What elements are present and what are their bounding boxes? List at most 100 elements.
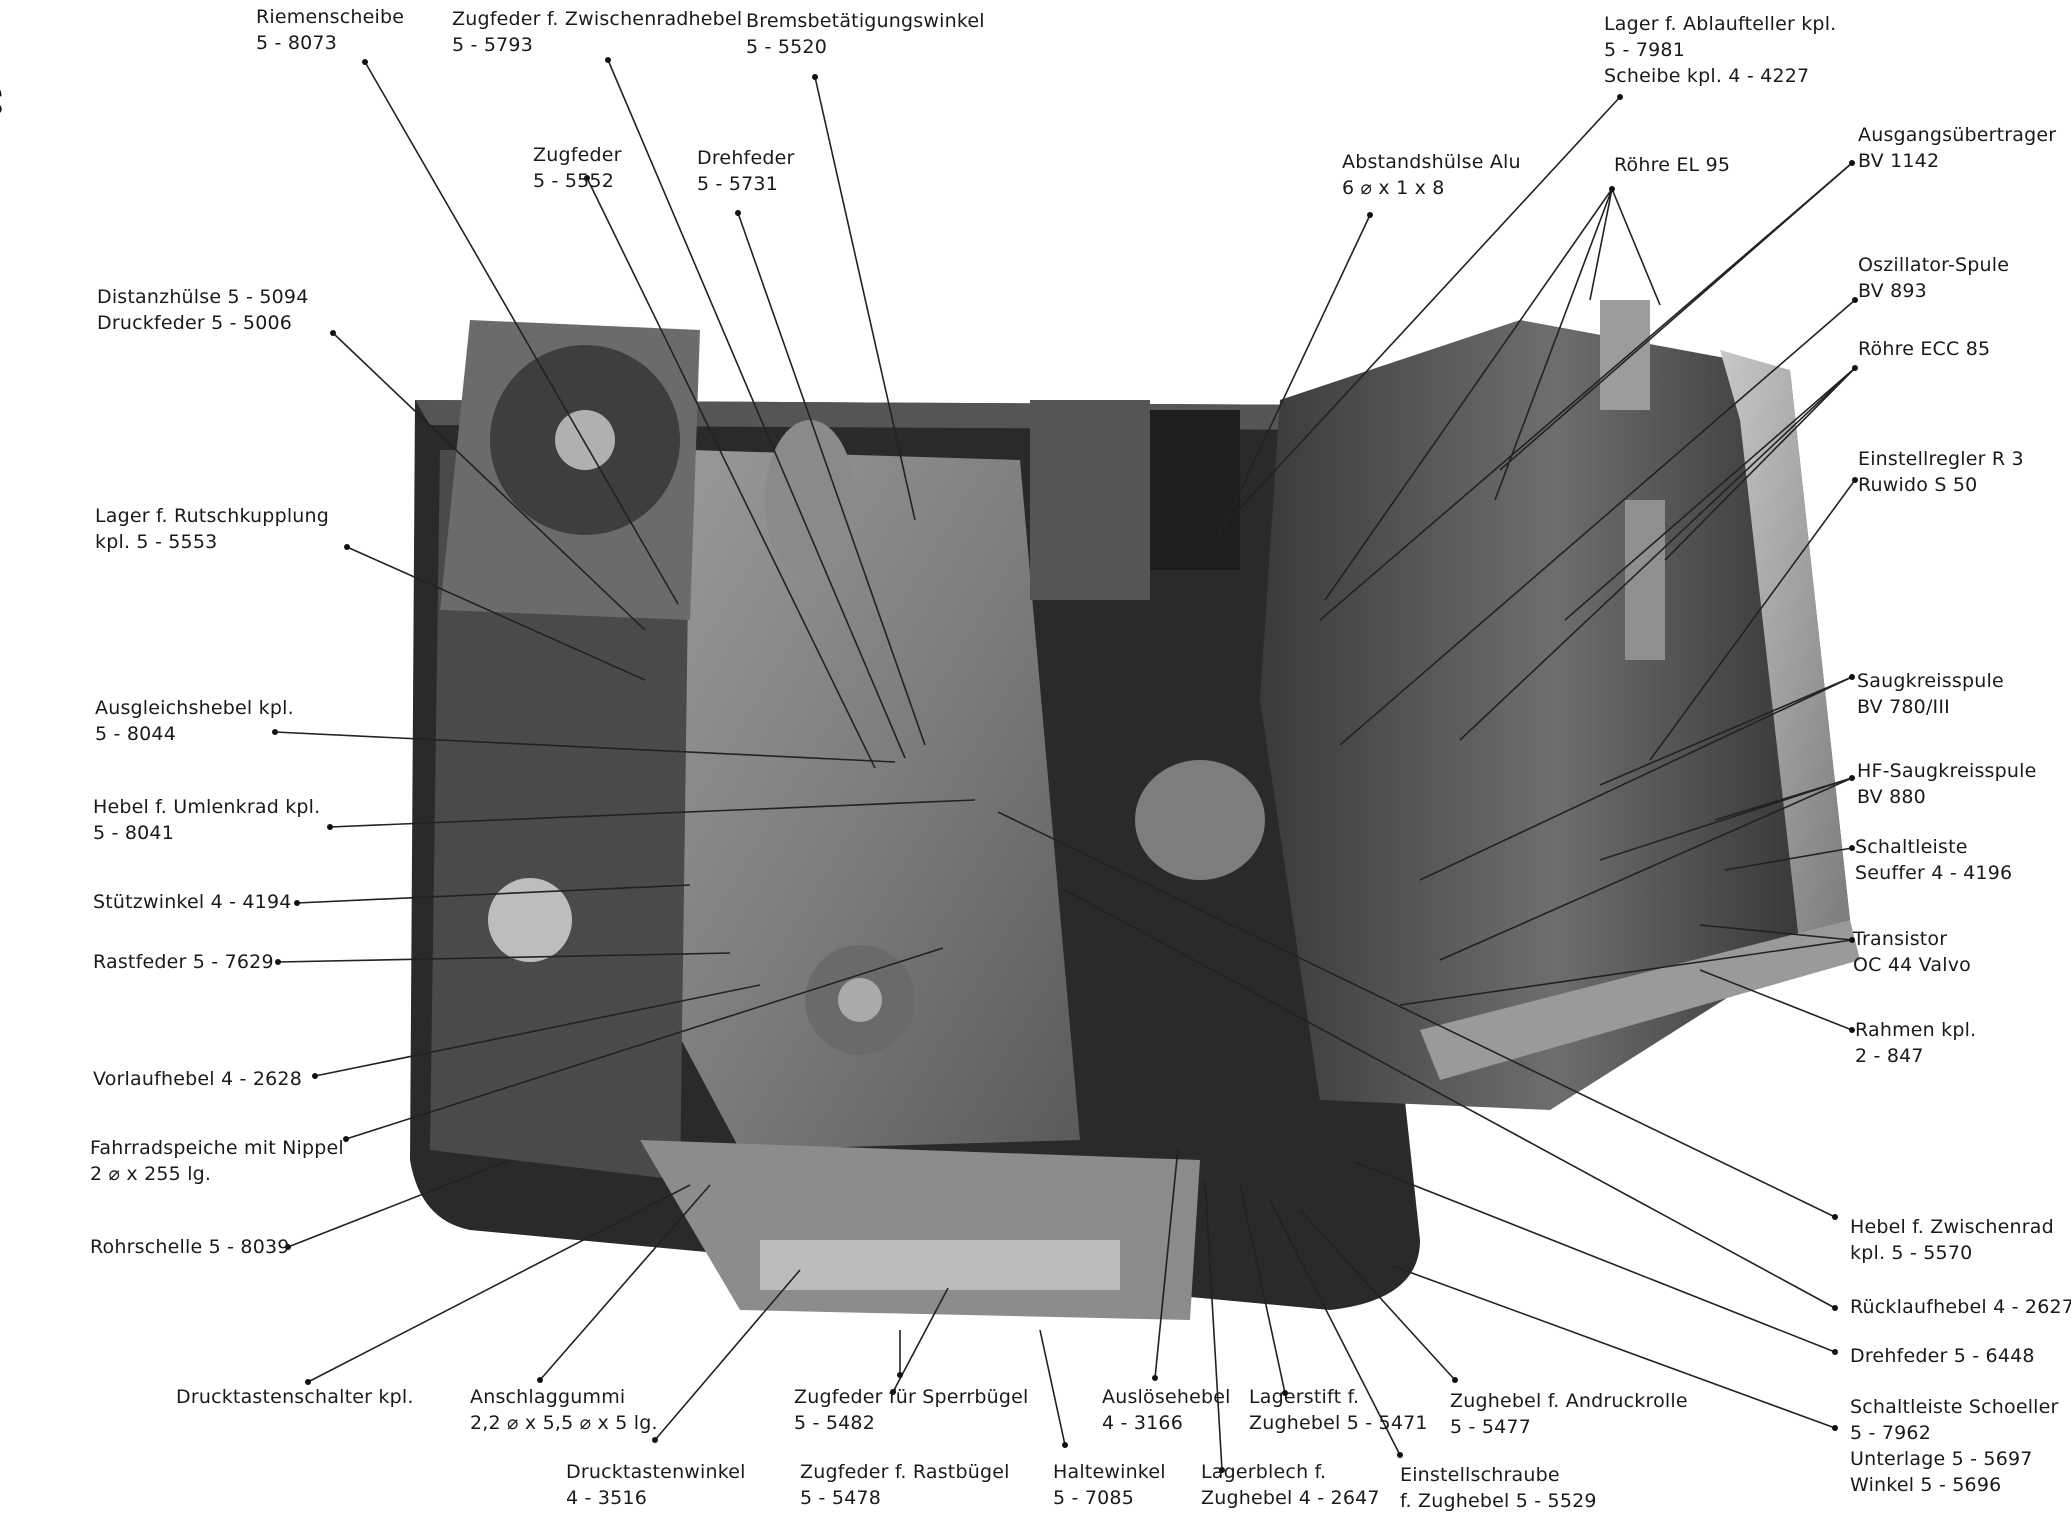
dot-stuetzwinkel xyxy=(294,900,300,906)
leader-hebel-umlenkrad xyxy=(329,799,976,828)
label-einstellschraube: Einstellschraube f. Zughebel 5 - 5529 xyxy=(1400,1464,1597,1512)
leader-oszillator-spule xyxy=(1339,299,1856,746)
label-distanzhuelse: Distanzhülse 5 - 5094 Druckfeder 5 - 500… xyxy=(97,286,309,334)
dot-rastfeder xyxy=(275,959,281,965)
main-plate xyxy=(660,450,1080,1150)
dot-rahmen xyxy=(1849,1027,1855,1033)
dot-einstellschraube xyxy=(1397,1452,1403,1458)
leader-roehre-el95-b xyxy=(1494,188,1613,501)
tube-ecc85 xyxy=(1625,500,1665,660)
leader-ruecklaufhebel xyxy=(1064,889,1836,1309)
label-ausgangsuebertrager: Ausgangsübertrager BV 1142 xyxy=(1858,124,2057,172)
device-photo xyxy=(410,300,1860,1320)
dot-rohrschelle xyxy=(285,1244,291,1250)
leader-rohrschelle xyxy=(287,1159,511,1248)
leader-zugfeder-5552 xyxy=(586,177,876,769)
dot-zugfeder-sperrbuegel xyxy=(897,1372,903,1378)
leader-distanzhuelse xyxy=(332,332,646,631)
label-vorlaufhebel: Vorlaufhebel 4 - 2628 xyxy=(93,1068,302,1090)
label-saugkreisspule: Saugkreisspule BV 780/III xyxy=(1857,670,2004,718)
leader-stuetzwinkel xyxy=(296,884,691,904)
leader-transistor-a xyxy=(1399,939,1853,1006)
label-drehfeder-6448: Drehfeder 5 - 6448 xyxy=(1850,1345,2035,1367)
label-ausloesehebel: Auslösehebel 4 - 3166 xyxy=(1102,1386,1231,1434)
leader-roehre-ecc85-a xyxy=(1564,367,1856,621)
leader-drehfeder-5731 xyxy=(737,212,926,746)
leader-ausloesehebel xyxy=(1154,1147,1179,1379)
label-lagerblech: Lagerblech f. Zughebel 4 - 2647 xyxy=(1201,1461,1380,1509)
dot-roehre-el95 xyxy=(1609,186,1615,192)
bottom-frame xyxy=(1420,920,1860,1080)
motor-cylinder xyxy=(1135,760,1265,880)
label-hebel-umlenkrad: Hebel f. Umlenkrad kpl. 5 - 8041 xyxy=(93,796,321,844)
label-anschlaggummi: Anschlaggummi 2,2 ⌀ x 5,5 ⌀ x 5 lg. xyxy=(470,1386,658,1434)
leader-hebel-zwischenrad xyxy=(997,811,1836,1218)
label-rohrschelle: Rohrschelle 5 - 8039 xyxy=(90,1236,290,1258)
label-oszillator-spule: Oszillator-Spule BV 893 xyxy=(1858,254,2010,302)
dot-fahrradspeiche xyxy=(343,1136,349,1142)
tube-el95 xyxy=(1600,300,1650,410)
label-schaltleiste-seuffer: Schaltleiste Seuffer 4 - 4196 xyxy=(1855,836,2013,884)
dot-hf-saugkreisspule xyxy=(1849,775,1855,781)
label-transistor: Transistor OC 44 Valvo xyxy=(1853,928,1971,976)
dot-hebel-zwischenrad xyxy=(1832,1214,1838,1220)
dot-abstandshuelse-alu xyxy=(1367,212,1373,218)
leader-einstellschraube xyxy=(1269,1199,1401,1456)
dot-drehfeder-6448 xyxy=(1832,1349,1838,1355)
leader-drucktastenschalter xyxy=(307,1184,691,1383)
leader-fahrradspeiche xyxy=(345,947,944,1140)
label-ausgleichshebel: Ausgleichshebel kpl. 5 - 8044 xyxy=(95,697,294,745)
label-lager-ablaufteller: Lager f. Ablaufteller kpl. 5 - 7981 Sche… xyxy=(1604,13,1837,87)
leader-roehre-ecc85-c xyxy=(1459,367,1856,741)
leader-zughebel-andruckrolle xyxy=(1299,1209,1456,1381)
leader-haltewinkel xyxy=(1039,1329,1066,1446)
label-abstandshuelse-alu: Abstandshülse Alu 6 ⌀ x 1 x 8 xyxy=(1342,151,1521,199)
dot-riemenscheibe xyxy=(362,59,368,65)
pushbutton-row xyxy=(760,1240,1120,1290)
dot-zugfeder-rastbuegel xyxy=(890,1389,896,1395)
dot-ausloesehebel xyxy=(1152,1375,1158,1381)
dot-vorlaufhebel xyxy=(312,1073,318,1079)
left-panel xyxy=(430,450,690,1180)
motor-hub xyxy=(555,410,615,470)
dot-zugfeder-5552 xyxy=(584,175,590,181)
dot-saugkreisspule xyxy=(1849,674,1855,680)
label-einstellregler-r3: Einstellregler R 3 Ruwido S 50 xyxy=(1858,448,2024,496)
dot-roehre-ecc85 xyxy=(1852,365,1858,371)
leader-rastfeder xyxy=(277,952,731,963)
leader-vorlaufhebel xyxy=(314,984,761,1077)
leader-ausgleichshebel xyxy=(274,731,896,763)
label-rastfeder: Rastfeder 5 - 7629 xyxy=(93,951,274,973)
dot-lager-rutschkupplung xyxy=(344,544,350,550)
leader-bremsbetaetigungswinkel xyxy=(814,76,916,521)
capacitor xyxy=(765,420,855,580)
label-roehre-el95: Röhre EL 95 xyxy=(1614,154,1731,176)
pushbutton-switch xyxy=(640,1140,1200,1320)
leader-transistor-b xyxy=(1699,924,1853,941)
leader-drucktastenwinkel xyxy=(654,1269,801,1441)
label-drehfeder-5731: Drehfeder 5 - 5731 xyxy=(697,147,795,195)
dot-zughebel-andruckrolle xyxy=(1452,1377,1458,1383)
label-zughebel-andruckrolle: Zughebel f. Andruckrolle 5 - 5477 xyxy=(1450,1390,1688,1438)
dot-hebel-umlenkrad xyxy=(327,824,333,830)
leader-roehre-ecc85-b xyxy=(1664,367,1856,561)
leader-lager-rutschkupplung xyxy=(346,546,646,681)
dot-lagerstift xyxy=(1282,1390,1288,1396)
leader-riemenscheibe xyxy=(364,61,679,605)
label-schaltleiste-schoeller: Schaltleiste Schoeller 5 - 7962 Unterlag… xyxy=(1850,1396,2059,1496)
dot-drehfeder-5731 xyxy=(735,210,741,216)
label-hf-saugkreisspule: HF-Saugkreisspule BV 880 xyxy=(1857,760,2037,808)
leader-lager-ablaufteller xyxy=(1219,96,1621,531)
leader-roehre-el95-d xyxy=(1611,188,1661,306)
label-fahrradspeiche: Fahrradspeiche mit Nippel 2 ⌀ x 255 lg. xyxy=(90,1137,344,1185)
leader-lagerstift xyxy=(1239,1184,1286,1394)
electronics-chassis xyxy=(1260,320,1850,1110)
dot-transistor xyxy=(1849,937,1855,943)
round-hub-center xyxy=(838,978,882,1022)
dot-zugfeder-zwischenradhebel xyxy=(605,57,611,63)
bracket-block xyxy=(1030,400,1150,600)
dot-ruecklaufhebel xyxy=(1832,1305,1838,1311)
label-hebel-zwischenrad: Hebel f. Zwischenrad kpl. 5 - 5570 xyxy=(1850,1216,2054,1264)
